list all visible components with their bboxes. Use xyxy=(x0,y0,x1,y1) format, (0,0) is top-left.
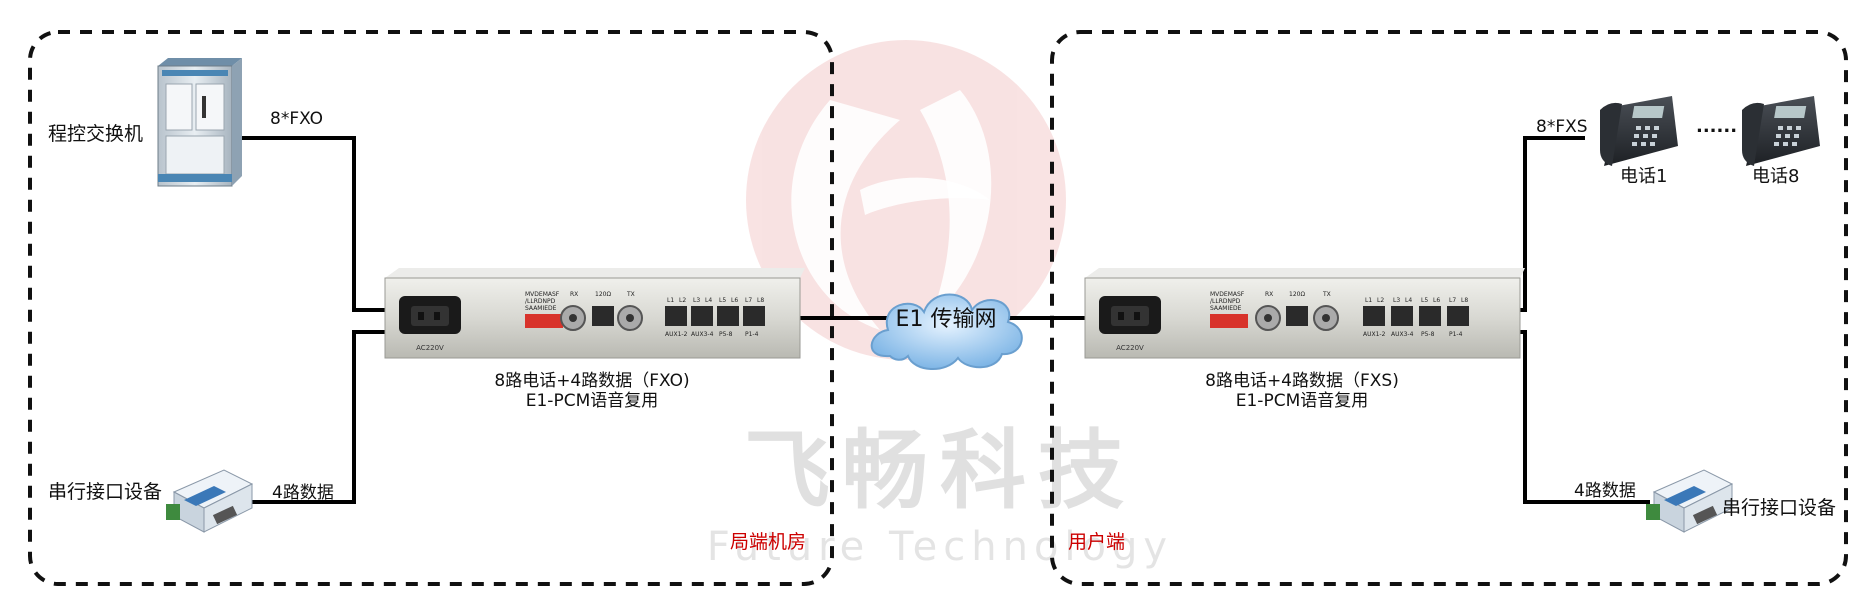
rj45-port xyxy=(1286,306,1308,326)
port-label: L4 xyxy=(1405,297,1412,304)
power-label: AC220V xyxy=(1116,344,1144,352)
group-label: P1-4 xyxy=(1449,331,1463,338)
pbx-link-label: 8*FXO xyxy=(270,109,323,129)
right-site-label: 用户端 xyxy=(1068,531,1125,553)
group-label: AUX1-2 xyxy=(1363,331,1386,338)
dip-label: SAAMIEDE xyxy=(525,305,557,312)
dip-label: MVDEMASF xyxy=(525,291,560,298)
pbx-cabinet xyxy=(157,58,242,187)
left-serial-link-label: 4路数据 xyxy=(272,483,334,503)
rj-label: 120Ω xyxy=(595,291,611,298)
tx-label: TX xyxy=(1322,291,1331,298)
watermark-logo xyxy=(746,40,1066,360)
right-serial-label: 串行接口设备 xyxy=(1722,497,1836,519)
phone-1 xyxy=(1600,96,1678,166)
watermark-en: Future Technology xyxy=(707,524,1173,570)
right-e1-pcm-device: AC220V MVDEMASF /LLRDNPD SAAMIEDE RX 120… xyxy=(1084,268,1525,359)
dip-switch xyxy=(1210,314,1248,328)
port-label: L6 xyxy=(731,297,738,304)
port-label: L3 xyxy=(1393,297,1400,304)
port-label: L2 xyxy=(1377,297,1384,304)
dip-label: /LLRDNPD xyxy=(1210,298,1241,305)
rj11-port-group xyxy=(1363,306,1469,326)
left-device-caption-1: 8路电话+4路数据（FXO) xyxy=(494,371,689,391)
left-serial-label: 串行接口设备 xyxy=(48,481,162,503)
group-label: AUX1-2 xyxy=(665,331,688,338)
left-serial-device xyxy=(165,469,253,533)
port-label: L1 xyxy=(667,297,674,304)
pbx-label: 程控交换机 xyxy=(48,123,143,145)
phone-1-label: 电话1 xyxy=(1620,166,1667,187)
group-label: P1-4 xyxy=(745,331,759,338)
rj11-port-group xyxy=(665,306,765,326)
left-site-boundary xyxy=(28,30,834,586)
port-label: L5 xyxy=(719,297,726,304)
group-label: AUX3-4 xyxy=(1391,331,1414,338)
port-label: L8 xyxy=(757,297,764,304)
group-label: AUX3-4 xyxy=(691,331,714,338)
port-label: L3 xyxy=(693,297,700,304)
watermark-cn: 飞畅科技 xyxy=(744,421,1136,521)
dip-label: SAAMIEDE xyxy=(1210,305,1242,312)
rj45-port xyxy=(592,306,614,326)
left-site-label: 局端机房 xyxy=(730,531,806,553)
power-label: AC220V xyxy=(416,344,444,352)
dip-label: MVDEMASF xyxy=(1210,291,1245,298)
right-serial-link-label: 4路数据 xyxy=(1574,481,1636,501)
rx-label: RX xyxy=(1265,291,1273,298)
left-device-caption-2: E1-PCM语音复用 xyxy=(526,391,658,411)
tx-label: TX xyxy=(626,291,635,298)
port-label: L8 xyxy=(1461,297,1468,304)
group-label: P5-8 xyxy=(719,331,733,338)
group-label: P5-8 xyxy=(1421,331,1435,338)
phone-8-label: 电话8 xyxy=(1752,166,1799,187)
port-label: L6 xyxy=(1433,297,1440,304)
left-e1-pcm-device: AC220V MVDEMASF /LLRDNPD SAAMIEDE RX 120… xyxy=(384,268,805,359)
dip-label: /LLRDNPD xyxy=(525,298,556,305)
rj-label: 120Ω xyxy=(1289,291,1305,298)
right-device-caption-1: 8路电话+4路数据（FXS) xyxy=(1205,371,1399,391)
phone-dots: ...... xyxy=(1696,116,1737,137)
port-label: L7 xyxy=(1449,297,1456,304)
port-label: L1 xyxy=(1365,297,1372,304)
rx-label: RX xyxy=(570,291,578,298)
phone-8 xyxy=(1742,96,1820,166)
port-label: L4 xyxy=(705,297,712,304)
port-label: L7 xyxy=(745,297,752,304)
port-label: L2 xyxy=(679,297,686,304)
port-label: L5 xyxy=(1421,297,1428,304)
e1-network-label: E1 传输网 xyxy=(896,307,997,332)
e1-network-cloud xyxy=(870,293,1023,371)
right-device-caption-2: E1-PCM语音复用 xyxy=(1236,391,1368,411)
right-serial-device xyxy=(1645,469,1733,533)
phone-link-label: 8*FXS xyxy=(1536,117,1588,137)
dip-switch xyxy=(525,314,563,328)
